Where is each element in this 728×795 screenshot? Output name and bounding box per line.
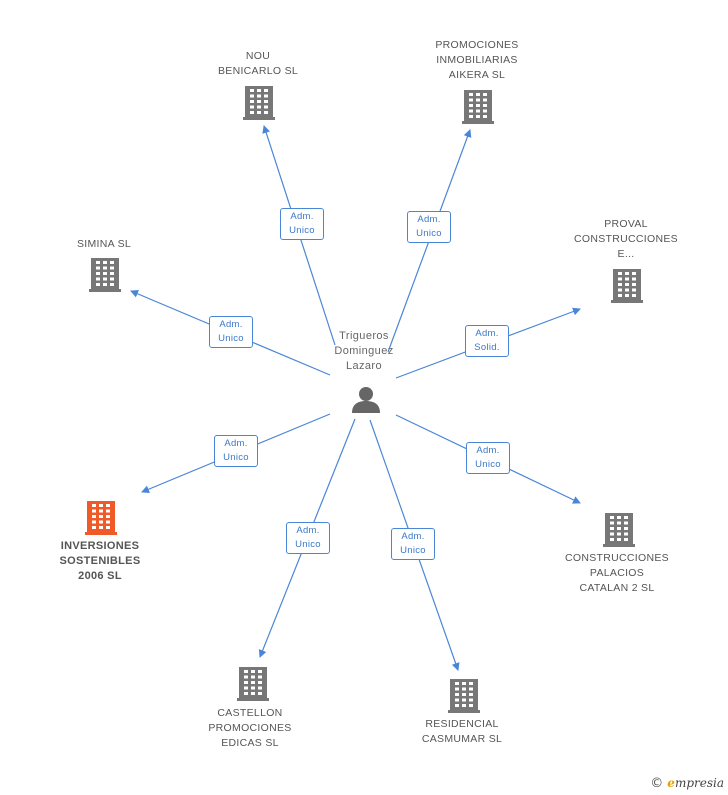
company-label-residencial-casmumar[interactable]: RESIDENCIAL CASMUMAR SL xyxy=(421,718,503,745)
edge-label-inversiones-sostenibles-2006: Adm. Unico xyxy=(214,435,258,467)
building-icon-residencial-casmumar[interactable] xyxy=(448,679,480,713)
edge-label-nou-benicarlo: Adm. Unico xyxy=(280,208,324,240)
brand-initial: e xyxy=(667,776,675,790)
edge-label-construcciones-palacios-catalan-2: Adm. Unico xyxy=(466,442,510,474)
edges-layer xyxy=(130,125,581,671)
company-label-construcciones-palacios-catalan-2[interactable]: CONSTRUCCIONES PALACIOS CATALAN 2 SL xyxy=(565,552,669,594)
building-icon-construcciones-palacios-catalan-2[interactable] xyxy=(603,513,635,547)
edge-label-castellon-promociones-edicas: Adm. Unico xyxy=(286,522,330,554)
center-person-label: Trigueros Dominguez Lazaro xyxy=(334,330,394,372)
copyright-symbol: © xyxy=(650,776,664,791)
building-icon-nou-benicarlo[interactable] xyxy=(243,86,275,120)
brand-name: mpresia xyxy=(674,776,724,790)
company-label-castellon-promociones-edicas[interactable]: CASTELLON PROMOCIONES EDICAS SL xyxy=(208,707,292,749)
edge-label-proval-construcciones: Adm. Solid. xyxy=(465,325,509,357)
empresia-brand: ©empresia xyxy=(650,776,724,791)
building-icon-simina[interactable] xyxy=(89,258,121,292)
person-icon[interactable] xyxy=(352,387,380,413)
company-label-inversiones-sostenibles-2006[interactable]: INVERSIONES SOSTENIBLES 2006 SL xyxy=(59,540,141,582)
company-label-simina[interactable]: SIMINA SL xyxy=(76,238,132,250)
edge-label-promociones-inmobiliarias-aikera: Adm. Unico xyxy=(407,211,451,243)
building-icon-promociones-inmobiliarias-aikera[interactable] xyxy=(462,90,494,124)
edge-label-simina: Adm. Unico xyxy=(209,316,253,348)
building-icon-castellon-promociones-edicas[interactable] xyxy=(237,667,269,701)
company-label-promociones-inmobiliarias-aikera[interactable]: PROMOCIONES INMOBILIARIAS AIKERA SL xyxy=(435,39,519,81)
icons-layer xyxy=(85,86,643,713)
building-icon-inversiones-sostenibles-2006[interactable] xyxy=(85,501,117,535)
company-label-nou-benicarlo[interactable]: NOU BENICARLO SL xyxy=(217,50,299,77)
building-icon-proval-construcciones[interactable] xyxy=(611,269,643,303)
edge-label-residencial-casmumar: Adm. Unico xyxy=(391,528,435,560)
company-label-proval-construcciones[interactable]: PROVAL CONSTRUCCIONES E... xyxy=(574,218,678,260)
